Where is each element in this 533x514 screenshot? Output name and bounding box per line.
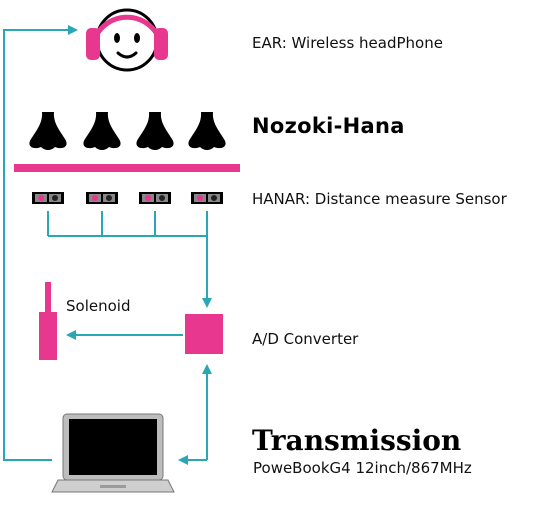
converter-box-icon <box>185 314 223 354</box>
sensors <box>32 192 223 204</box>
distance-sensor-icon <box>139 192 171 204</box>
laptop-icon <box>51 413 175 493</box>
nose-icon <box>136 112 174 150</box>
solenoid-label: Solenoid <box>66 297 131 315</box>
nozoki-hana-title: Nozoki-Hana <box>252 114 405 138</box>
noses <box>29 112 226 150</box>
link-converter-laptop <box>178 364 212 465</box>
distance-sensor-icon <box>32 192 64 204</box>
solenoid-icon <box>39 282 57 360</box>
hanar-label: HANAR: Distance measure Sensor <box>252 190 507 208</box>
mount-bar <box>14 164 240 172</box>
link-laptop-headphone <box>3 25 78 461</box>
sensor-bus <box>47 211 212 308</box>
nose-icon <box>29 112 67 150</box>
nose-icon <box>83 112 121 150</box>
distance-sensor-icon <box>191 192 223 204</box>
powerbook-label: PoweBookG4 12inch/867MHz <box>253 459 472 477</box>
distance-sensor-icon <box>86 192 118 204</box>
ear-label: EAR: Wireless headPhone <box>252 34 443 52</box>
headphone-face-icon <box>86 8 168 72</box>
ad-converter-label: A/D Converter <box>252 330 359 348</box>
nose-icon <box>188 112 226 150</box>
transmission-title: Transmission <box>252 424 462 457</box>
